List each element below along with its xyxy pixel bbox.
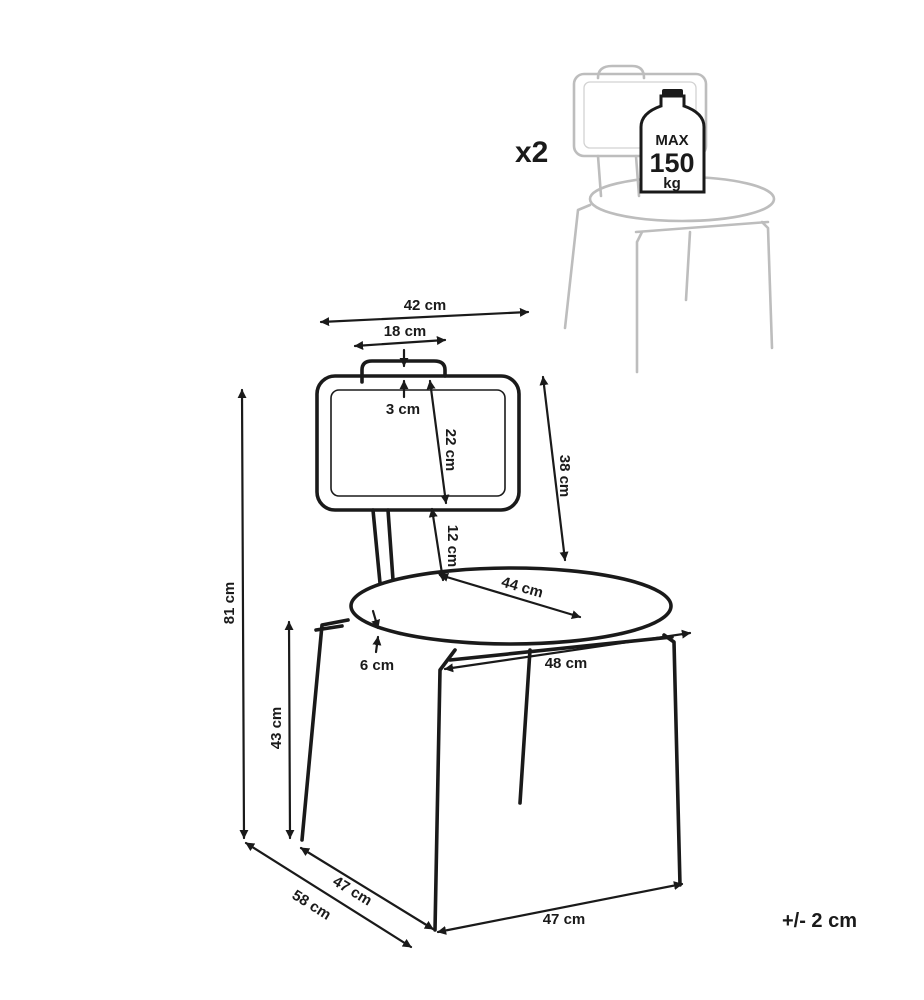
dim-handle-width: 18 cm — [384, 323, 427, 340]
dimension-lines — [237, 307, 692, 949]
tolerance-label: +/- 2 cm — [782, 910, 857, 932]
weight-unit: kg — [663, 175, 681, 192]
dim-backrest-inner-height: 22 cm — [442, 429, 459, 472]
dim-backrest-gap: 12 cm — [444, 525, 461, 568]
main-chair — [300, 359, 682, 932]
dim-overall-width: 42 cm — [404, 297, 447, 314]
weight-max-label: MAX — [655, 132, 688, 149]
weight-badge: MAX 150 kg — [639, 89, 706, 194]
dim-seat-height: 43 cm — [268, 707, 285, 750]
dim-leg-width: 47 cm — [543, 911, 586, 928]
dim-total-height: 81 cm — [221, 582, 238, 625]
dim-base-width: 48 cm — [545, 655, 588, 672]
dim-handle-height: 3 cm — [386, 401, 420, 418]
dim-backrest-height: 38 cm — [556, 455, 573, 498]
dim-overall-depth: 58 cm — [289, 887, 334, 924]
weight-value: 150 — [649, 148, 694, 178]
dim-seat-thickness: 6 cm — [360, 657, 394, 674]
dim-seat-diameter: 44 cm — [499, 574, 545, 602]
quantity-label: x2 — [515, 136, 548, 169]
